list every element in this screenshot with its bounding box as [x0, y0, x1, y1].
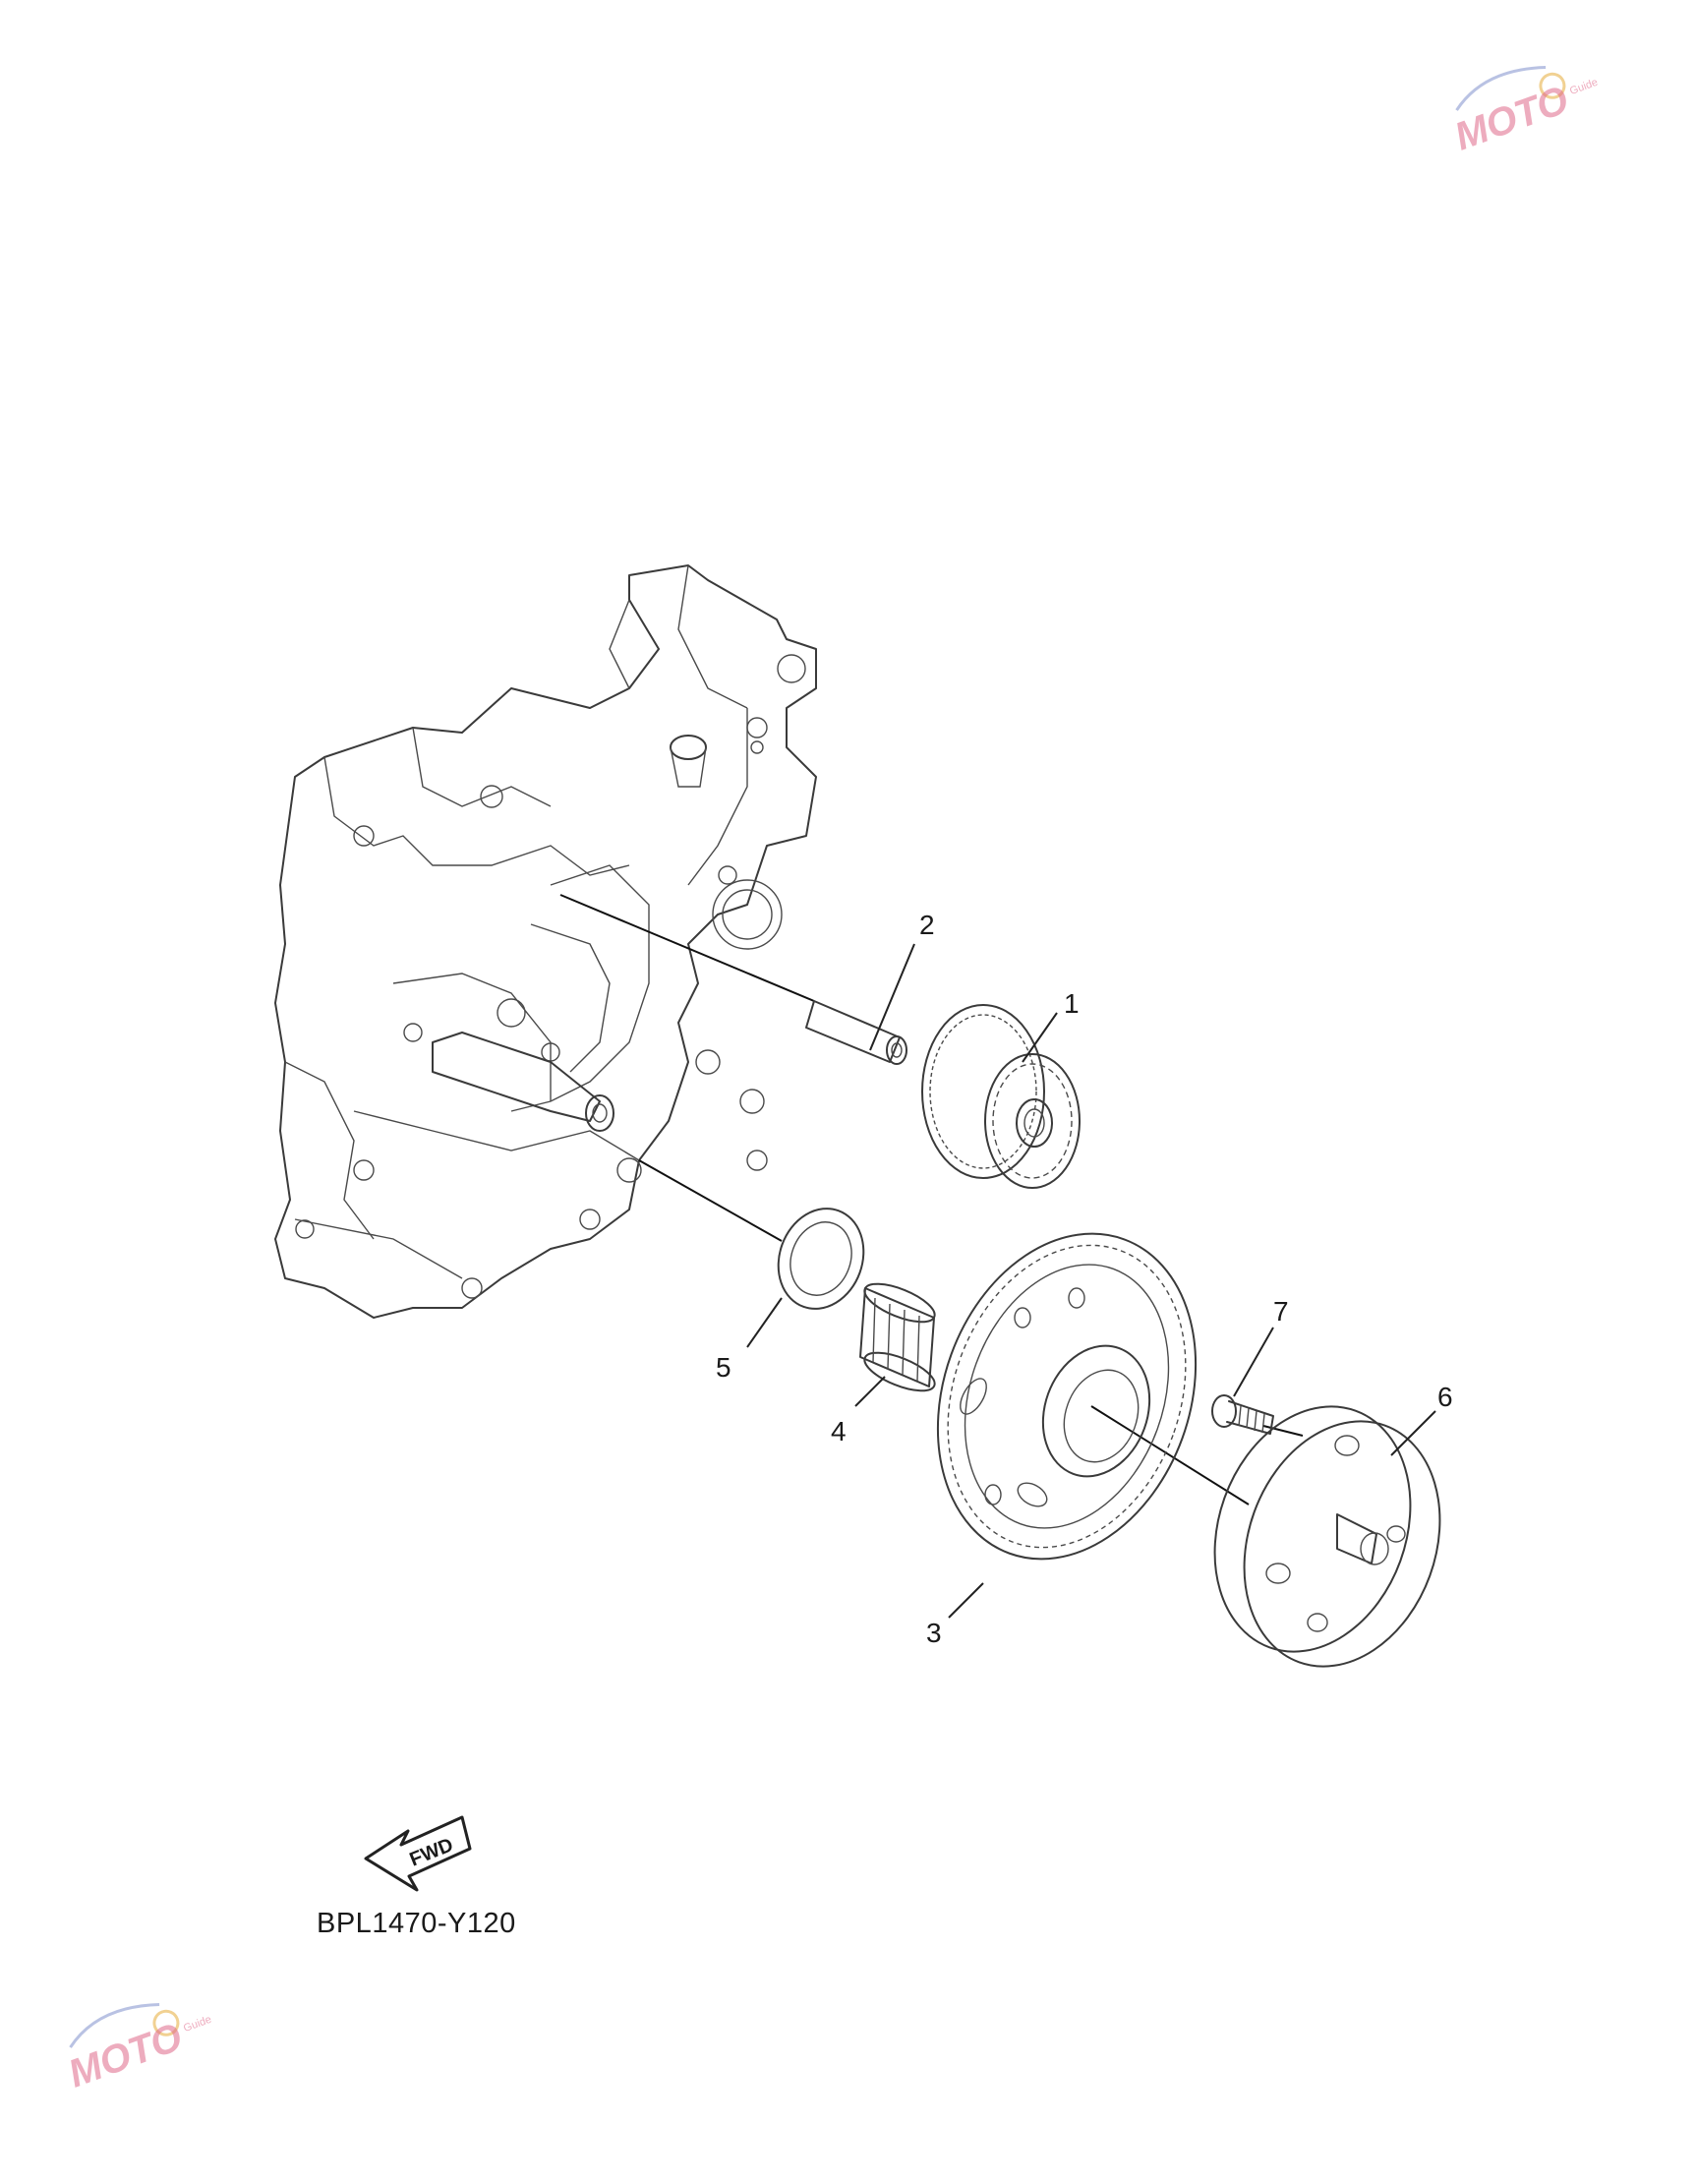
fwd-arrow-icon: FWD — [364, 1815, 472, 1892]
diagram-code: BPL1470-Y120 — [317, 1908, 516, 1939]
crankcase-illustration — [274, 564, 817, 1319]
callout-5: 5 — [716, 1352, 731, 1383]
callout-2: 2 — [919, 910, 935, 940]
watermark-logo-top: MOTO Guide — [1449, 65, 1600, 159]
leader-lines — [746, 943, 1436, 1619]
part-1-idler-gear — [921, 1004, 1081, 1189]
callout-3: 3 — [926, 1618, 942, 1648]
callout-labels: 1 2 3 4 5 6 7 — [716, 910, 1453, 1648]
part-3-starter-wheel-gear — [936, 1232, 1198, 1561]
part-4-needle-bearing — [859, 1282, 936, 1392]
watermark-sub-bottom: Guide — [182, 2014, 213, 2035]
watermark-logo-bottom: MOTO Guide — [63, 2002, 213, 2096]
part-7-bolt — [1211, 1394, 1274, 1435]
assembly-axis-lines — [559, 894, 1304, 1505]
callout-1: 1 — [1064, 988, 1080, 1019]
watermark-text-top: MOTO — [1449, 78, 1574, 158]
part-2-shaft — [805, 1000, 907, 1065]
callout-7: 7 — [1273, 1296, 1289, 1327]
callout-4: 4 — [831, 1416, 847, 1446]
part-5-washer — [777, 1208, 865, 1310]
watermark-sub-top: Guide — [1568, 77, 1600, 97]
callout-6: 6 — [1437, 1382, 1453, 1412]
part-6-clutch-plate — [1213, 1405, 1441, 1668]
watermark-text-bottom: MOTO — [63, 2015, 188, 2095]
